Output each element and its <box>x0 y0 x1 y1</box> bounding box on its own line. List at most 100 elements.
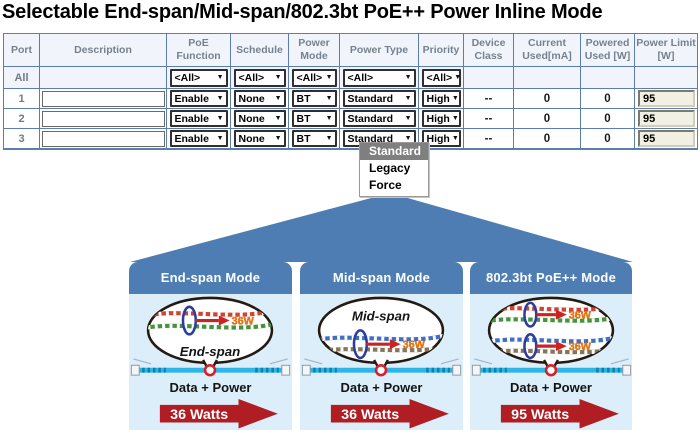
panel-header: End-span Mode <box>129 262 292 294</box>
device-class-cell: -- <box>463 128 514 150</box>
panel-midspan-mode: Mid-span Mode Mid-span 36W <box>300 262 463 430</box>
svg-text:36W: 36W <box>568 341 591 353</box>
dropdown-arrow-icon: ▼ <box>325 135 333 142</box>
power-limit-input[interactable] <box>638 110 695 127</box>
power-limit-input[interactable] <box>638 130 695 147</box>
rj45-connector-icon <box>301 364 311 376</box>
description-input[interactable] <box>41 90 165 107</box>
description-cell <box>39 66 167 89</box>
midspan-cable-diagram: Mid-span 36W <box>301 296 462 377</box>
power-injection-point-icon <box>203 364 217 377</box>
priority-select[interactable]: High▼ <box>421 90 461 107</box>
schedule-select[interactable]: None▼ <box>233 90 286 107</box>
panel-header: Mid-span Mode <box>300 262 463 294</box>
power-type-dropdown-menu: Standard Legacy Force <box>359 142 429 197</box>
svg-text:36 Watts: 36 Watts <box>341 407 399 423</box>
rj45-connector-icon <box>621 364 631 376</box>
poe-function-select[interactable]: Enable▼ <box>169 90 228 107</box>
dropdown-arrow-icon: ▼ <box>274 115 282 122</box>
power-direction-arrow-icon <box>535 341 567 352</box>
power-injection-point-icon <box>374 364 388 377</box>
dropdown-arrow-icon: ▼ <box>454 74 462 81</box>
dropdown-arrow-icon: ▼ <box>216 74 224 81</box>
schedule-select[interactable]: None▼ <box>233 110 286 127</box>
power-type-select[interactable]: Standard▼ <box>342 90 416 107</box>
dropdown-arrow-icon: ▼ <box>274 95 282 102</box>
svg-text:36W: 36W <box>403 339 426 351</box>
mode-connector-triangle <box>130 193 633 262</box>
dropdown-arrow-icon: ▼ <box>404 135 412 142</box>
watts-arrow: 95 Watts <box>500 398 619 429</box>
watts-arrow: 36 Watts <box>159 398 278 429</box>
svg-text:36W: 36W <box>568 310 591 322</box>
column-header-power-limit: Power Limit [W] <box>634 33 698 67</box>
endspan-cable-diagram: 36W End-span <box>130 296 291 377</box>
dropdown-arrow-icon: ▼ <box>451 95 459 102</box>
dropdown-arrow-icon: ▼ <box>325 115 333 122</box>
column-header-priority: Priority <box>418 33 464 67</box>
power-mode-select[interactable]: BT▼ <box>291 110 337 127</box>
priority-select[interactable]: High▼ <box>421 130 461 147</box>
power-mode-select[interactable]: BT▼ <box>291 130 337 147</box>
current-used-cell: 0 <box>513 128 581 150</box>
description-input[interactable] <box>41 110 165 127</box>
powered-used-cell: 0 <box>580 108 635 129</box>
schedule-filter-select[interactable]: <All>▼ <box>233 68 286 87</box>
rj45-connector-icon <box>471 364 481 376</box>
menu-option-force[interactable]: Force <box>369 178 402 192</box>
dropdown-arrow-icon: ▼ <box>404 95 412 102</box>
dropdown-arrow-icon: ▼ <box>274 135 282 142</box>
poe-function-select[interactable]: Enable▼ <box>169 110 228 127</box>
data-power-label: Data + Power <box>169 379 252 395</box>
port-cell: 3 <box>3 128 40 150</box>
priority-select[interactable]: High▼ <box>421 110 461 127</box>
current-used-cell: 0 <box>513 108 581 129</box>
column-header-description: Description <box>39 33 167 67</box>
data-power-label: Data + Power <box>340 379 423 395</box>
power-mode-select[interactable]: BT▼ <box>291 90 337 107</box>
panel-8023bt-mode: 802.3bt PoE++ Mode 36W <box>470 262 632 430</box>
dropdown-arrow-icon: ▼ <box>274 74 282 81</box>
power-type-select[interactable]: Standard▼ <box>342 110 416 127</box>
power-injection-point-icon <box>544 364 557 377</box>
column-header-port: Port <box>3 33 40 67</box>
panel-header: 802.3bt PoE++ Mode <box>470 262 632 294</box>
column-header-device-class: Device Class <box>463 33 514 67</box>
column-header-power-mode: Power Mode <box>288 33 340 67</box>
power-direction-arrow-icon <box>366 339 401 350</box>
device-class-cell: -- <box>463 108 514 129</box>
power-type-filter-select[interactable]: <All>▼ <box>342 68 416 87</box>
dropdown-arrow-icon: ▼ <box>325 95 333 102</box>
power-mode-filter-select[interactable]: <All>▼ <box>291 68 337 87</box>
description-input[interactable] <box>41 130 165 147</box>
dropdown-arrow-icon: ▼ <box>216 95 224 102</box>
current-used-cell: 0 <box>513 88 581 109</box>
menu-option-legacy[interactable]: Legacy <box>369 161 411 175</box>
svg-text:Mid-span: Mid-span <box>352 309 410 324</box>
table-row-port-1: 1 Enable▼ None▼ BT▼ Standard▼ High▼ -- 0… <box>3 88 698 109</box>
watts-arrow: 36 Watts <box>330 398 449 429</box>
column-header-current-used: Current Used[mA] <box>513 33 581 67</box>
device-class-cell: -- <box>463 88 514 109</box>
menu-option-standard[interactable]: Standard <box>360 143 428 160</box>
power-direction-arrow-icon <box>195 315 230 326</box>
column-header-power-type: Power Type <box>339 33 419 67</box>
dropdown-arrow-icon: ▼ <box>451 135 459 142</box>
rj45-connector-icon <box>281 364 291 376</box>
priority-filter-select[interactable]: <All>▼ <box>421 68 462 87</box>
poe-function-select[interactable]: Enable▼ <box>169 130 228 147</box>
svg-text:36 Watts: 36 Watts <box>170 407 228 423</box>
dropdown-arrow-icon: ▼ <box>325 74 333 81</box>
svg-text:95 Watts: 95 Watts <box>511 407 569 423</box>
schedule-select[interactable]: None▼ <box>233 130 286 147</box>
poe-function-filter-select[interactable]: <All>▼ <box>169 68 228 87</box>
port-cell: 2 <box>3 108 40 129</box>
dropdown-arrow-icon: ▼ <box>216 135 224 142</box>
table-header-row: Port Description PoE Function Schedule P… <box>3 33 698 67</box>
table-row-port-2: 2 Enable▼ None▼ BT▼ Standard▼ High▼ -- 0… <box>3 108 698 129</box>
column-header-schedule: Schedule <box>230 33 289 67</box>
powered-used-cell: 0 <box>580 128 635 150</box>
power-limit-input[interactable] <box>638 90 695 107</box>
svg-text:36W: 36W <box>232 315 255 327</box>
data-power-label: Data + Power <box>509 379 592 395</box>
